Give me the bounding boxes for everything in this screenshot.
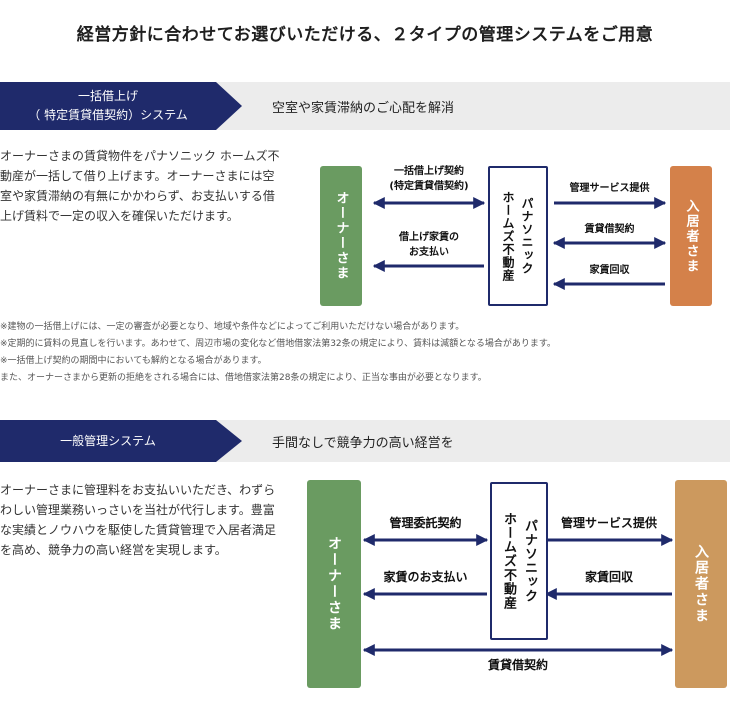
section1-desc-line: 動産が一括して借り上げます。オーナーさまには空 (0, 169, 275, 183)
section1-tag-line1: 一括借上げ (77, 89, 138, 103)
s1-label-contract-line1: 一括借上げ契約 (394, 166, 464, 177)
section2-desc-line: オーナーさまに管理料をお支払いいただき、わずら (0, 483, 276, 497)
page-title: 経営方針に合わせてお選びいただける、２タイプの管理システムをご用意 (76, 25, 654, 45)
s2-label-lease: 賃貸借契約 (487, 658, 548, 672)
section1-subtitle: 空室や家賃滞納のご心配を解消 (272, 100, 455, 116)
s2-company-label-2: ホームズ不動産 (501, 512, 516, 610)
s1-label-lease: 賃貸借契約 (584, 224, 635, 235)
section2-desc-line: わしい管理業務いっさいを当社が代行します。豊富 (0, 503, 275, 517)
section1-header-band: 一括借上げ （ 特定賃貸借契約）システム 空室や家賃滞納のご心配を解消 (0, 82, 730, 130)
section1-desc-line: 上げ賃料で一定の収入を確保いただけます。 (0, 209, 239, 223)
section2-desc-line: な実績とノウハウを駆使した賃貸管理で入居者満足 (0, 523, 277, 537)
s2-label-service: 管理サービス提供 (560, 516, 657, 530)
s1-owner-label: オーナーさま (333, 191, 349, 281)
s1-label-service: 管理サービス提供 (569, 183, 650, 194)
s2-tenant-box: 入居者さま (675, 480, 727, 688)
s1-company-box: パナソニック ホームズ不動産 (488, 166, 548, 306)
s2-company-label-1: パナソニック (522, 519, 537, 603)
section2-subtitle: 手間なしで競争力の高い経営を (272, 435, 454, 451)
s1-label-rent-payment-line2: お支払い (409, 247, 449, 258)
s1-label-contract: 一括借上げ契約 (特定賃貸借契約) (374, 164, 484, 194)
s1-label-contract-line2: (特定賃貸借契約) (389, 181, 469, 192)
s2-owner-label: オーナーさま (326, 536, 342, 632)
note-line: ※一括借上げ契約の期間中においても解約となる場合があります。 (0, 356, 267, 366)
section1-notes: ※建物の一括借上げには、一定の審査が必要となり、地域や条件などによってご利用いた… (0, 319, 730, 387)
section2-tag: 一般管理システム (0, 420, 242, 462)
s1-tenant-label: 入居者さま (683, 198, 699, 274)
note-line: また、オーナーさまから更新の拒絶をされる場合には、借地借家法第28条の規定により… (0, 373, 487, 383)
s2-owner-box: オーナーさま (307, 480, 361, 688)
s1-company-label-1: パナソニック (520, 197, 534, 275)
s1-label-rent-payment: 借上げ家賃の お支払い (374, 230, 484, 260)
note-line: ※建物の一括借上げには、一定の審査が必要となり、地域や条件などによってご利用いた… (0, 322, 465, 332)
section2-header-band: 一般管理システム 手間なしで競争力の高い経営を (0, 420, 730, 462)
s2-label-rent-collection: 家賃回収 (584, 570, 633, 584)
s1-label-rent-payment-line1: 借上げ家賃の (399, 232, 459, 243)
section1-description: オーナーさまの賃貸物件をパナソニック ホームズ不 動産が一括して借り上げます。オ… (0, 146, 300, 226)
s2-label-mgmt-contract: 管理委託契約 (389, 516, 462, 530)
s1-tenant-box: 入居者さま (670, 166, 712, 306)
note-line: ※定期的に賃料の見直しを行います。あわせて、周辺市場の変化など借地借家法第32条… (0, 339, 556, 349)
s2-tenant-label: 入居者さま (693, 544, 709, 624)
s2-company-box: パナソニック ホームズ不動産 (490, 482, 548, 640)
section1-desc-line: オーナーさまの賃貸物件をパナソニック ホームズ不 (0, 149, 280, 163)
section1-tag: 一括借上げ （ 特定賃貸借契約）システム (0, 82, 242, 130)
s1-owner-box: オーナーさま (320, 166, 362, 306)
s1-label-rent-collection: 家賃回収 (589, 265, 630, 276)
section2-description: オーナーさまに管理料をお支払いいただき、わずら わしい管理業務いっさいを当社が代… (0, 480, 292, 560)
s2-label-rent-payment: 家賃のお支払い (383, 570, 468, 584)
section1-tag-line2: （ 特定賃貸借契約）システム (28, 108, 188, 122)
s1-company-label-2: ホームズ不動産 (501, 190, 515, 282)
section2-tag-line1: 一般管理システム (60, 433, 156, 448)
section2-desc-line: を高め、競争力の高い経営を実現します。 (0, 543, 227, 557)
section1-desc-line: 室や家賃滞納の有無にかかわらず、お支払いする借 (0, 189, 275, 203)
